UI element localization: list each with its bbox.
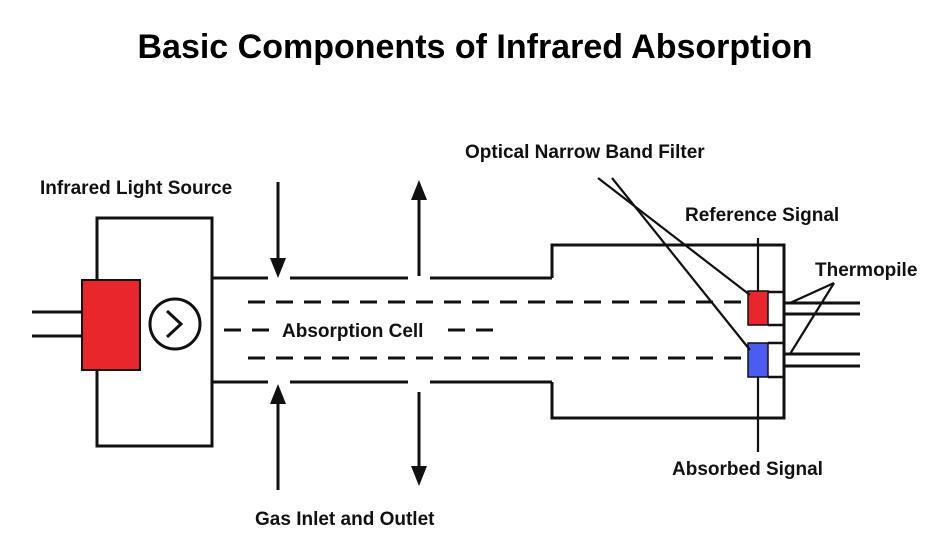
absorption-cell-walls	[212, 243, 786, 420]
infrared-light-source-label: Infrared Light Source	[40, 178, 232, 199]
absorbed-filter	[747, 342, 769, 378]
thermopile-label: Thermopile	[815, 260, 917, 281]
gas-outlet-arrow-top	[411, 180, 427, 276]
infrared-emitter-block	[81, 279, 141, 371]
absorption-cell-label: Absorption Cell	[282, 321, 423, 342]
gas-outlet-arrow-bottom	[411, 392, 427, 486]
absorbed-signal-label: Absorbed Signal	[672, 459, 823, 480]
light-paths	[224, 300, 748, 360]
leader-lines	[597, 177, 835, 452]
gas-inlet-and-outlet-label: Gas Inlet and Outlet	[255, 509, 435, 530]
thermopile-brackets	[768, 290, 786, 379]
source-wires	[32, 310, 82, 338]
reference-filter	[747, 290, 769, 326]
gas-inlet-arrow-bottom	[270, 384, 286, 490]
optical-narrow-band-filter-label: Optical Narrow Band Filter	[465, 142, 705, 163]
output-wires	[784, 301, 860, 368]
light-source-icon	[148, 297, 202, 351]
gas-inlet-arrow-top	[270, 182, 286, 278]
diagram-title: Basic Components of Infrared Absorption	[137, 28, 812, 66]
reference-signal-label: Reference Signal	[685, 205, 839, 226]
